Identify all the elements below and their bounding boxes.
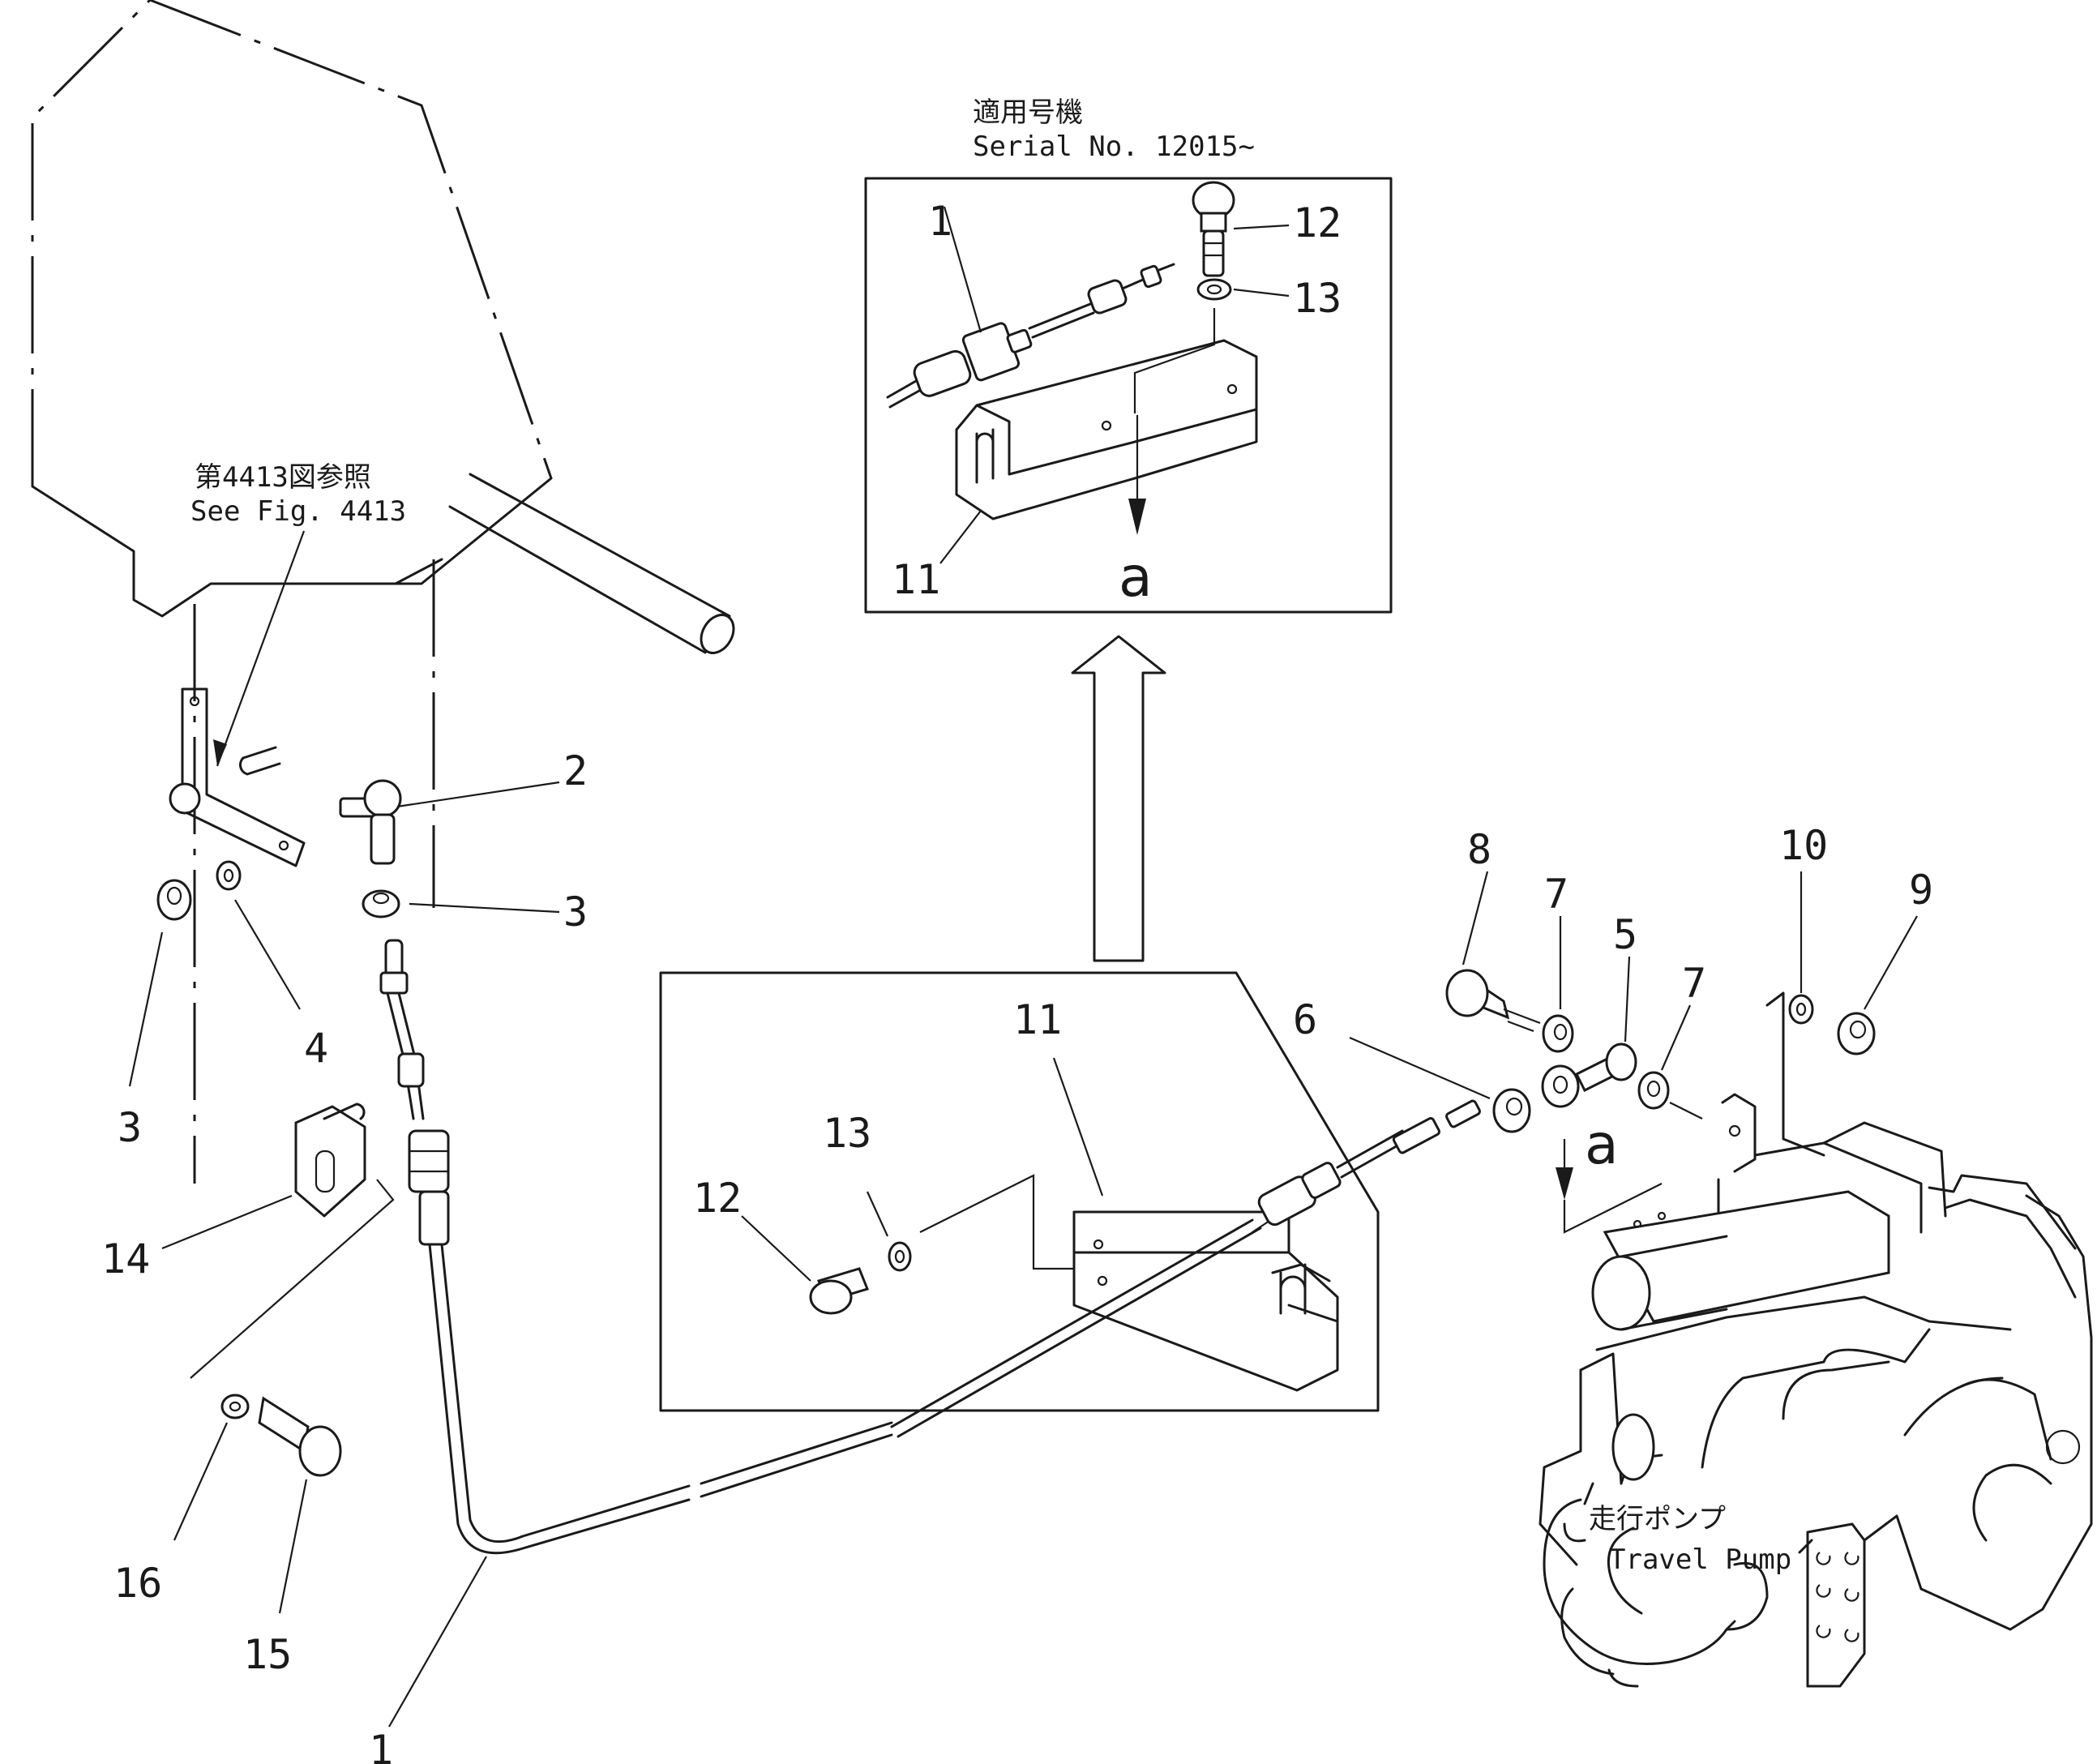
main-a-bracket-line: [1563, 1183, 1663, 1234]
part-13-main-washer: [866, 1191, 912, 1272]
callout-1-inset: 1: [928, 198, 952, 245]
callout-10: 10: [1779, 822, 1828, 869]
callout-7-lower: 7: [1682, 960, 1706, 1007]
callout-13-main: 13: [823, 1110, 871, 1157]
part-15-bolt: [258, 1396, 342, 1614]
callout-7-upper: 7: [1544, 871, 1568, 918]
callout-3-left: 3: [118, 1104, 142, 1151]
bracket-bolt-leader: [190, 1179, 395, 1379]
callout-8: 8: [1467, 826, 1491, 873]
part-1-control-cable: [379, 939, 1262, 1728]
callout-11-main: 11: [1013, 996, 1062, 1043]
callout-14: 14: [101, 1235, 150, 1282]
part-2-rod-end: [339, 779, 560, 865]
callout-4: 4: [304, 1025, 328, 1072]
callout-3-right: 3: [563, 888, 588, 936]
callout-5: 5: [1613, 911, 1637, 958]
callout-15: 15: [243, 1631, 292, 1678]
part-5-rod-end: [1541, 956, 1637, 1108]
inset-part-11-bracket: [939, 339, 1258, 564]
callout-6: 6: [1293, 996, 1317, 1043]
cable-end-main: [1257, 1099, 1481, 1227]
see-fig-arrow: [213, 739, 227, 766]
part-16-washer: [173, 1394, 250, 1541]
part-8-bolt: [1445, 871, 1541, 1033]
callout-13-inset: 13: [1293, 275, 1342, 322]
main-a-arrow: [1556, 1167, 1573, 1200]
part-14-bracket: [161, 1102, 366, 1250]
callout-1-bottom: 1: [369, 1727, 393, 1764]
serial-note-jp: 適用号機: [973, 96, 1083, 129]
main-view-a: a: [1585, 1113, 1619, 1177]
part-7-collar-lower: [1637, 1004, 1703, 1120]
part-4-washer: [216, 860, 301, 1010]
part-9-nut: [1837, 915, 1918, 1055]
callout-12-inset: 12: [1293, 199, 1342, 246]
pedal-lever-bracket: [169, 687, 306, 867]
part-10-washer: [1788, 871, 1814, 1025]
serial-note-en: Serial No. 12015~: [973, 131, 1255, 163]
upward-arrow: [1071, 635, 1166, 962]
inset-part-12-bolt: [1192, 181, 1290, 277]
inset-part-13-washer: [1196, 278, 1290, 301]
cab-panel-outline: [31, 0, 553, 618]
pump-label-en: Travel Pump: [1609, 1544, 1791, 1576]
see-fig-leader: [216, 530, 306, 767]
see-fig-jp: 第4413図参照: [195, 461, 371, 494]
part-6-nut: [1349, 1036, 1531, 1133]
travel-pump: [1539, 991, 2093, 1688]
callout-2: 2: [563, 747, 588, 794]
part-3-nut-upper: [362, 889, 560, 918]
inset-bolt-leader: [1133, 308, 1216, 413]
callout-12-main: 12: [693, 1175, 742, 1222]
leader-11-main: [1052, 1057, 1104, 1197]
serial-inset-box: [864, 177, 1393, 614]
inset-a-arrow: [1128, 499, 1146, 535]
callout-9: 9: [1909, 867, 1933, 914]
pump-label-jp: 走行ポンプ: [1589, 1503, 1726, 1535]
lever-rod: [394, 473, 735, 908]
inset-cable: [886, 206, 1175, 409]
callout-11-inset: 11: [892, 556, 940, 603]
inset-view-a: a: [1119, 546, 1153, 610]
part-3-nut-left: [128, 879, 192, 1087]
part-12-main-bolt: [741, 1215, 870, 1315]
callout-16: 16: [113, 1560, 162, 1607]
part-7-collar-upper: [1542, 916, 1574, 1053]
main-detail-box: [659, 971, 1380, 1412]
part-11-main-bracket: [919, 1174, 1339, 1392]
see-fig-en: See Fig. 4413: [190, 495, 406, 528]
